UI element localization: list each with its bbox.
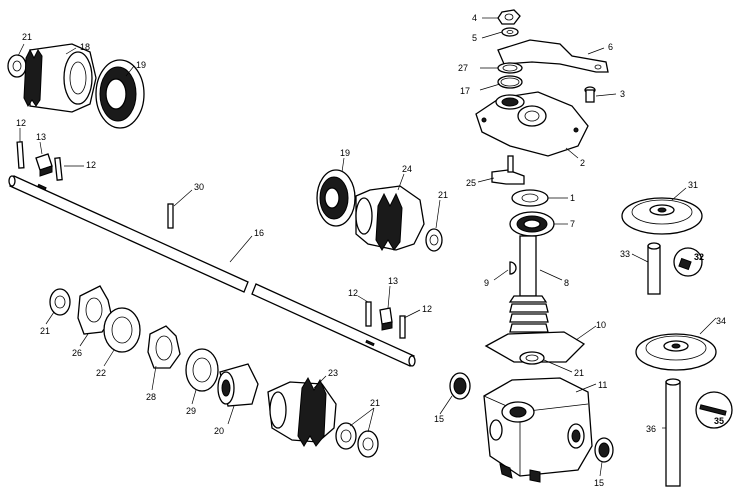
set-screw-32-callout [673,247,703,277]
label-15-left: 15 [434,414,444,424]
seal-15-left [449,372,471,400]
cover-2 [475,91,589,157]
label-7: 7 [570,219,575,229]
label-8: 8 [564,278,569,288]
label-12-left-a: 12 [16,118,26,128]
bearing-19-top [95,59,145,129]
label-21-lower-left: 21 [40,326,50,336]
washer-5 [501,27,519,37]
block-13-left [35,153,53,177]
label-18: 18 [80,42,90,52]
bearing-19-center [316,169,356,227]
gasket-10 [484,331,586,363]
label-33: 33 [620,249,630,259]
plate-28 [147,325,181,369]
shaft-36 [665,378,681,487]
label-15-right: 15 [594,478,604,488]
nut-4 [497,9,521,25]
plate-26 [77,285,113,335]
pin-35-callout [695,391,733,429]
key-12-left-b [54,157,63,181]
label-19-top: 19 [136,60,146,70]
leader-lines [17,17,717,477]
label-22: 22 [96,368,106,378]
washer-21-top-left [7,54,27,78]
label-27: 27 [458,63,468,73]
washer-21-center [425,228,443,252]
ring-27 [497,62,523,74]
gear-18 [23,43,97,113]
label-12-center-b: 12 [422,304,432,314]
label-26: 26 [72,348,82,358]
label-13-left: 13 [36,132,46,142]
screw-3 [584,86,596,103]
seal-15-right [594,437,614,463]
shaft-33 [647,242,661,295]
shaft-16 [8,175,416,367]
label-12-center-a: 12 [348,288,358,298]
label-19-center: 19 [340,148,350,158]
label-25: 25 [466,178,476,188]
label-32: 32 [694,252,704,262]
label-17: 17 [460,86,470,96]
key-12-center-b [399,315,406,339]
pulley-34 [635,333,717,371]
washers-21-lower [335,422,379,458]
label-2: 2 [580,158,585,168]
pulley-31 [621,197,703,235]
key-12-left-a [16,141,25,169]
pin-30 [167,203,174,229]
label-13-center: 13 [388,276,398,286]
label-12-left-b: 12 [86,160,96,170]
label-6: 6 [608,42,613,52]
key-12-center-a [365,301,372,327]
label-4: 4 [472,13,477,23]
o-ring-17 [497,75,523,89]
label-36: 36 [646,424,656,434]
label-24: 24 [402,164,412,174]
part-labels: 21 18 19 12 13 12 30 16 19 24 21 12 13 1… [16,13,726,488]
label-21-top-left: 21 [22,32,32,42]
label-5: 5 [472,33,477,43]
label-21-right: 21 [574,368,584,378]
label-20: 20 [214,426,224,436]
label-30: 30 [194,182,204,192]
lever-25 [491,155,525,185]
label-34: 34 [716,316,726,326]
label-10: 10 [596,320,606,330]
label-35: 35 [714,416,724,426]
label-1: 1 [570,193,575,203]
label-9: 9 [484,278,489,288]
key-9 [509,261,517,275]
label-31: 31 [688,180,698,190]
clutch-ring-29 [185,348,219,392]
washer-21-lower-left [49,288,71,316]
arm-6 [497,39,609,73]
label-21-center: 21 [438,190,448,200]
seal-21-right [519,351,545,365]
housing-11 [483,377,593,483]
sleeve-20 [217,363,259,407]
label-28: 28 [146,392,156,402]
label-16: 16 [254,228,264,238]
bearing-7 [509,211,555,237]
gear-23 [267,376,337,447]
label-21-lower: 21 [370,398,380,408]
washer-22 [103,307,141,353]
washer-1 [511,189,549,207]
label-29: 29 [186,406,196,416]
block-13-center [379,307,393,331]
label-3: 3 [620,89,625,99]
gear-24 [355,185,425,251]
label-23: 23 [328,368,338,378]
label-11: 11 [598,380,607,390]
